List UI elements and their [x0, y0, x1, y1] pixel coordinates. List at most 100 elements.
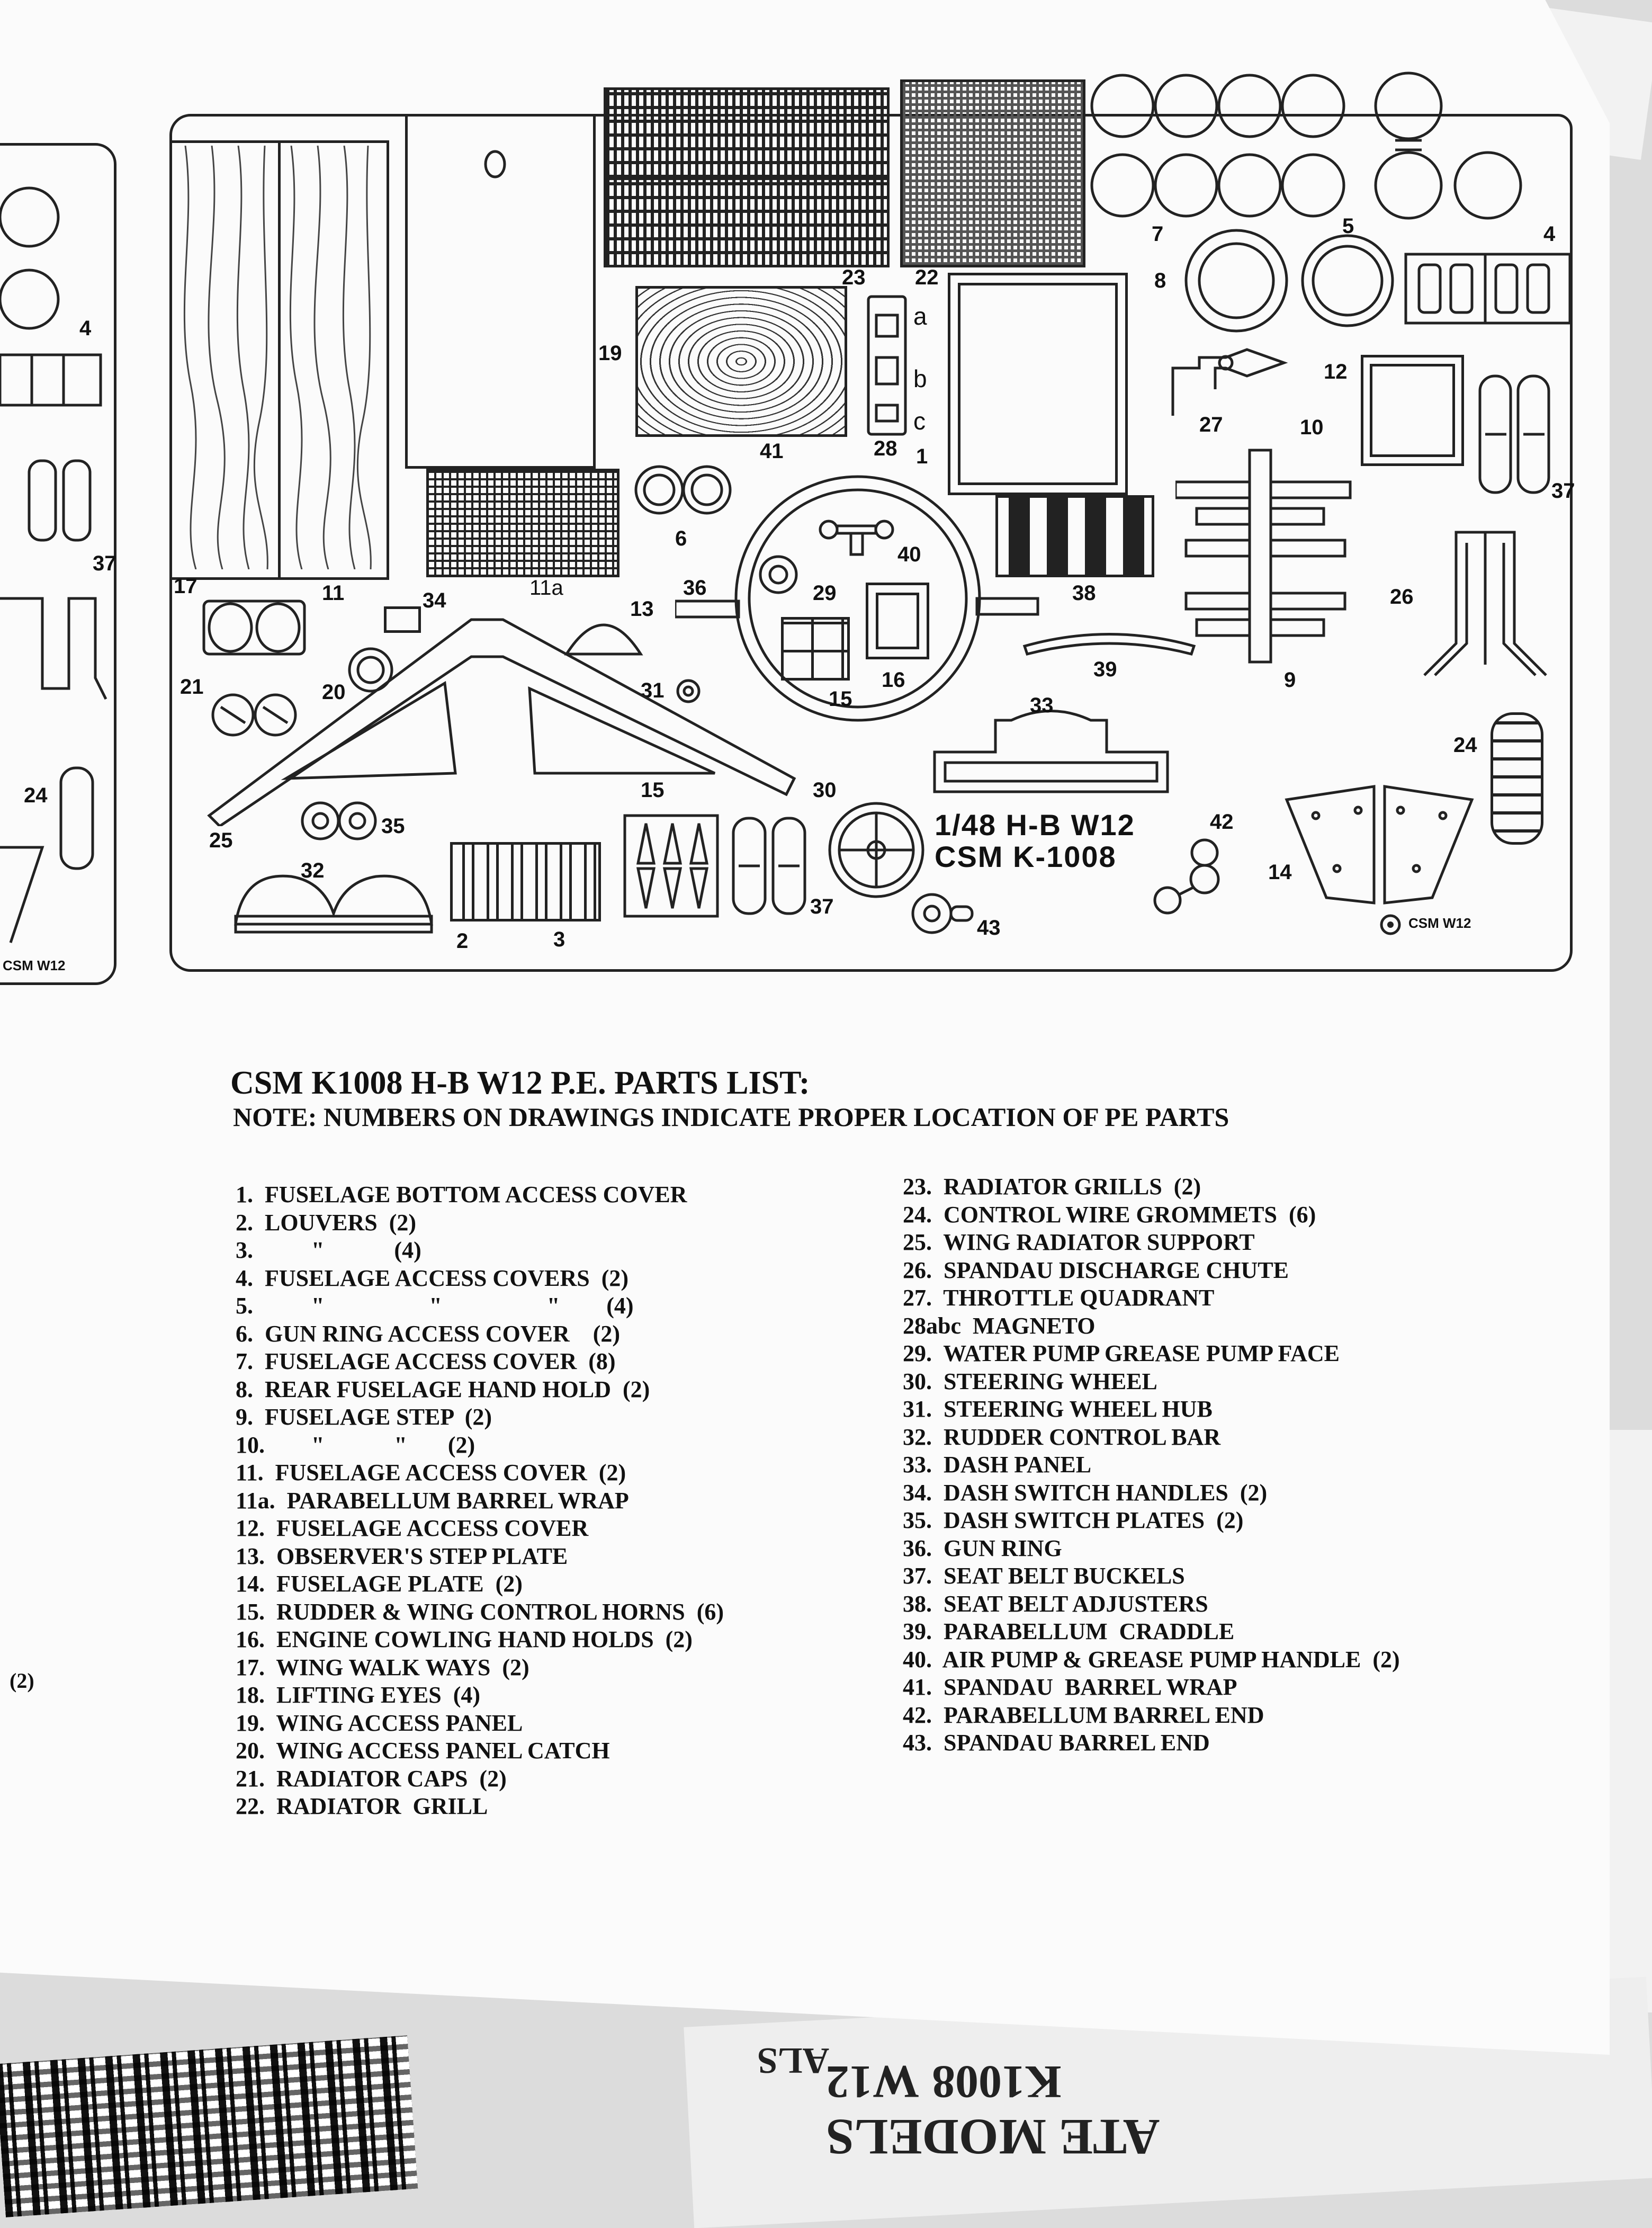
list-item: 31. STEERING WHEEL HUB: [903, 1396, 1213, 1422]
part-number-41: 41: [760, 440, 784, 463]
underlying-text-2: K1008: [932, 2056, 1062, 2107]
part-12-fuselage-access-cover: [1361, 355, 1464, 466]
underlying-text-3: W12: [826, 2056, 919, 2107]
parts-list-title: CSM K1008 H-B W12 P.E. PARTS LIST:: [230, 1065, 810, 1101]
part-number-24-left: 24: [24, 784, 48, 807]
list-item: 9. FUSELAGE STEP (2): [236, 1404, 492, 1430]
stray-left-text: (2): [10, 1669, 34, 1693]
list-item: 16. ENGINE COWLING HAND HOLDS (2): [236, 1626, 693, 1652]
part-number-21: 21: [180, 675, 204, 699]
part-number-11: 11: [322, 581, 345, 605]
part-number-15: 15: [641, 779, 665, 802]
part-number-38: 38: [1072, 581, 1096, 605]
part-37-seat-belt-buckles-lower: [732, 817, 806, 915]
list-item: 21. RADIATOR CAPS (2): [236, 1765, 507, 1792]
barcode-pattern: [0, 2035, 418, 2217]
list-item: 3. " (4): [236, 1237, 421, 1263]
list-item: 22. RADIATOR GRILL: [236, 1793, 488, 1819]
part-25-wing-radiator-support: [207, 618, 796, 826]
parts-list-left-column: 1. FUSELAGE BOTTOM ACCESS COVER 2. LOUVE…: [236, 1181, 724, 1821]
part-19-hole: [484, 150, 506, 178]
part-number-6: 6: [675, 527, 687, 550]
list-item: 11a. PARABELLUM BARREL WRAP: [236, 1487, 629, 1514]
list-item: 18. LIFTING EYES (4): [236, 1682, 481, 1708]
part-number-26: 26: [1390, 585, 1414, 609]
part-number-40: 40: [897, 543, 921, 566]
part-number-39: 39: [1093, 658, 1117, 681]
part-26-spandau-discharge-chute: [1423, 531, 1547, 676]
list-item: 35. DASH SWITCH PLATES (2): [903, 1507, 1244, 1533]
part-19-wing-access-panel: [405, 114, 596, 469]
part-number-24: 24: [1453, 733, 1477, 757]
part-label-c: c: [913, 407, 926, 435]
part-28-magneto: [867, 295, 907, 436]
part-label-b: b: [913, 365, 927, 392]
part-number-5: 5: [1342, 214, 1354, 238]
part-8-hand-holds: [1184, 229, 1394, 333]
part-number-4-left: 4: [79, 317, 92, 340]
part-42-parabellum-barrel-end: [1153, 838, 1220, 915]
list-item: 33. DASH PANEL: [903, 1452, 1092, 1478]
list-item: 32. RUDDER CONTROL BAR: [903, 1424, 1221, 1450]
part-36-gun-ring: [675, 475, 1039, 722]
instruction-sheet: 4 37 24 CSM W12 17 11 19 23 22 7: [0, 0, 1610, 2055]
part-number-12: 12: [1324, 360, 1348, 383]
list-item: 10. " " (2): [236, 1431, 475, 1458]
list-item: 43. SPANDAU BARREL END: [903, 1730, 1210, 1756]
part-27-throttle-quadrant: [1171, 348, 1288, 416]
csm-logo-icon: [1380, 914, 1401, 935]
part-7-access-covers: [1090, 74, 1345, 218]
part-number-14: 14: [1268, 861, 1292, 884]
part-number-35: 35: [381, 815, 405, 838]
part-number-37-right: 37: [1551, 479, 1575, 503]
part-number-11a: 11a: [529, 576, 563, 599]
part-number-10: 10: [1300, 416, 1324, 439]
list-item: 29. WATER PUMP GREASE PUMP FACE: [903, 1340, 1340, 1366]
part-number-7: 7: [1152, 222, 1164, 246]
list-item: 23. RADIATOR GRILLS (2): [903, 1174, 1201, 1200]
left-fret-parts: [0, 186, 107, 943]
part-number-22: 22: [915, 266, 939, 289]
list-item: 11. FUSELAGE ACCESS COVER (2): [236, 1460, 626, 1486]
part-31-steering-wheel-hub: [676, 679, 701, 703]
part-35-dash-switch-plates: [301, 801, 377, 840]
list-item: 17. WING WALK WAYS (2): [236, 1654, 529, 1680]
fret-title-line1: 1/48 H-B W12: [935, 808, 1135, 842]
wood-grain-pattern: [183, 146, 372, 569]
part-number-8: 8: [1154, 269, 1166, 292]
part-16-cowling-hand-holds: [866, 583, 929, 659]
part-23-radiator-grill-top: [604, 87, 890, 177]
part-number-25: 25: [209, 829, 233, 852]
part-32-rudder-control-bar: [234, 874, 433, 934]
list-item: 7. FUSELAGE ACCESS COVER (8): [236, 1348, 616, 1374]
part-2-3-louvers: [450, 842, 601, 921]
part-38-seat-belt-adjusters: [995, 495, 1154, 577]
left-maker-mark: CSM W12: [3, 958, 66, 973]
part-number-37-left: 37: [93, 552, 116, 575]
list-item: 2. LOUVERS (2): [236, 1209, 417, 1236]
list-item: 5. " " " (4): [236, 1293, 634, 1319]
part-6-gun-ring-access-covers: [634, 465, 732, 515]
part-18-lifting-eyes: [781, 617, 850, 681]
list-item: 6. GUN RING ACCESS COVER (2): [236, 1320, 621, 1347]
part-43-spandau-barrel-end: [911, 893, 974, 934]
part-number-19: 19: [598, 342, 622, 365]
part-21-radiator-caps: [202, 599, 306, 656]
part-40-air-pump-handle: [819, 520, 894, 556]
part-number-23: 23: [842, 266, 866, 289]
part-30-steering-wheel: [828, 802, 924, 898]
parts-list-note: NOTE: NUMBERS ON DRAWINGS INDICATE PROPE…: [233, 1102, 1229, 1132]
part-number-3: 3: [553, 928, 565, 951]
list-item: 39. PARABELLUM CRADDLE: [903, 1618, 1235, 1644]
list-item: 28abc MAGNETO: [903, 1312, 1096, 1339]
part-13-observers-step-plate: [564, 623, 643, 656]
parts-list-right-column: 23. RADIATOR GRILLS (2) 24. CONTROL WIRE…: [903, 1173, 1400, 1757]
left-fret-panel: [0, 143, 116, 985]
list-item: 13. OBSERVER'S STEP PLATE: [236, 1543, 568, 1569]
part-number-16: 16: [882, 668, 905, 692]
list-item: 24. CONTROL WIRE GROMMETS (6): [903, 1201, 1316, 1228]
list-item: 42. PARABELLUM BARREL END: [903, 1702, 1264, 1728]
list-item: 1. FUSELAGE BOTTOM ACCESS COVER: [236, 1182, 687, 1207]
part-label-a: a: [913, 302, 927, 330]
part-1-fuselage-bottom-access-cover: [948, 273, 1128, 495]
